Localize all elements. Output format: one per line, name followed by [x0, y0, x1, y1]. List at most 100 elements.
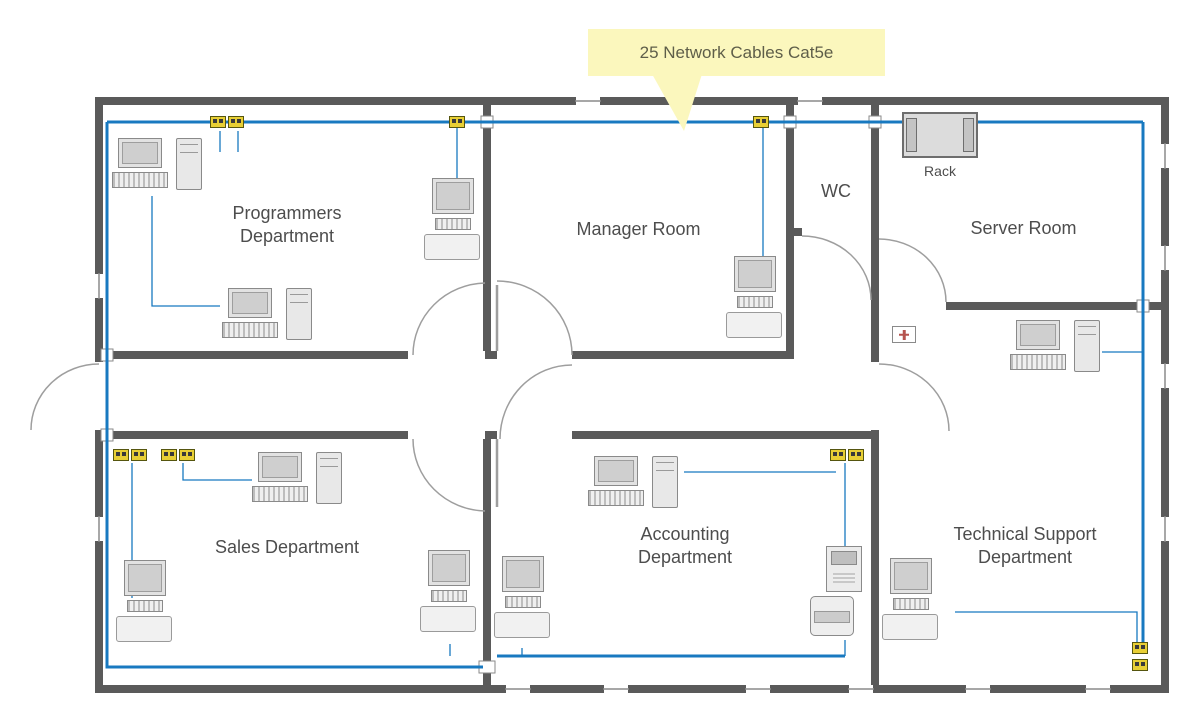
window-icon [1160, 360, 1170, 392]
network-socket-icon [228, 116, 244, 128]
desk-icon [494, 612, 550, 638]
door-arc-icon [412, 282, 486, 356]
network-socket-icon [1132, 659, 1148, 671]
keyboard-icon [431, 590, 467, 602]
patch-cables [131, 128, 1143, 656]
keyboard-icon [588, 490, 644, 506]
pc-tower-icon [316, 452, 342, 504]
wall-wc-stub [786, 228, 802, 236]
network-socket-icon [161, 449, 177, 461]
window-icon [1082, 684, 1114, 694]
door-opening-manager [497, 351, 572, 359]
doors [30, 235, 950, 512]
workstation-icon [222, 288, 314, 340]
door-opening-accounting [497, 431, 572, 439]
keyboard-icon [505, 596, 541, 608]
desk-icon [116, 616, 172, 642]
monitor-icon [118, 138, 162, 168]
monitor-icon [228, 288, 272, 318]
monitor-icon [432, 178, 474, 214]
workstation-icon [1010, 320, 1102, 372]
workstation-icon [420, 550, 478, 634]
network-socket-icon [1132, 642, 1148, 654]
door-arc-icon [878, 363, 950, 432]
door-opening-server [879, 302, 946, 310]
workstation-icon [252, 452, 344, 504]
workstation-icon [116, 560, 174, 644]
network-socket-icon [830, 449, 846, 461]
window-icon [600, 684, 632, 694]
network-socket-icon [848, 449, 864, 461]
door-opening-entrance [95, 362, 103, 430]
network-socket-icon [449, 116, 465, 128]
desk-icon [424, 234, 480, 260]
door-arc-icon [499, 364, 573, 440]
pc-tower-icon [286, 288, 312, 340]
window-icon [1160, 513, 1170, 545]
pc-tower-icon [652, 456, 678, 508]
door-arc-icon [496, 280, 573, 356]
desk-icon [420, 606, 476, 632]
windows [94, 96, 1170, 694]
desk-icon [726, 312, 782, 338]
callout-text: 25 Network Cables Cat5e [639, 42, 834, 62]
window-icon [742, 684, 774, 694]
window-icon [962, 684, 994, 694]
keyboard-icon [1010, 354, 1066, 370]
door-arc-icon [30, 363, 100, 431]
workstation-icon [588, 456, 680, 508]
monitor-icon [258, 452, 302, 482]
window-icon [1160, 242, 1170, 274]
wall-sales-accounting [483, 431, 491, 693]
rack-icon [902, 112, 978, 158]
window-icon [94, 270, 104, 302]
monitor-icon [890, 558, 932, 594]
callout: 25 Network Cables Cat5e [588, 29, 885, 76]
wall-programmers-manager [483, 97, 491, 359]
workstation-icon [112, 138, 204, 190]
keyboard-icon [737, 296, 773, 308]
workstation-icon [882, 558, 940, 642]
door-opening-sales [408, 431, 485, 439]
workstation-icon [494, 556, 552, 640]
fax-machine-icon [826, 546, 862, 592]
keyboard-icon [222, 322, 278, 338]
first-aid-kit-icon [892, 326, 916, 343]
window-icon [572, 96, 604, 106]
network-socket-icon [753, 116, 769, 128]
door-arc-icon [878, 238, 947, 303]
monitor-icon [1016, 320, 1060, 350]
workstation-icon [726, 256, 784, 340]
door-opening-programmers [408, 351, 485, 359]
monitor-icon [124, 560, 166, 596]
monitor-icon [594, 456, 638, 486]
walls [95, 97, 1169, 693]
patch-cable [955, 611, 1138, 645]
network-cables [105, 120, 1145, 669]
cable-wall-passthroughs [100, 115, 1150, 674]
pc-tower-icon [176, 138, 202, 190]
wall-tech-left-lower [871, 430, 879, 693]
network-cable-left-bottom-run [105, 122, 483, 669]
window-icon [1160, 140, 1170, 172]
wall-wc-right-upper [871, 97, 879, 362]
wall-outer-right [1161, 97, 1169, 693]
wall-outer-top [95, 97, 1169, 105]
window-icon [502, 684, 534, 694]
patch-cable [151, 196, 220, 307]
window-icon [94, 513, 104, 545]
window-icon [794, 96, 826, 106]
printer-icon [810, 596, 854, 636]
desk-icon [882, 614, 938, 640]
keyboard-icon [127, 600, 163, 612]
keyboard-icon [893, 598, 929, 610]
keyboard-icon [112, 172, 168, 188]
door-openings [95, 302, 946, 439]
window-icon [845, 684, 877, 694]
network-socket-icon [113, 449, 129, 461]
monitor-icon [734, 256, 776, 292]
network-socket-icon [179, 449, 195, 461]
workstation-icon [424, 178, 482, 262]
